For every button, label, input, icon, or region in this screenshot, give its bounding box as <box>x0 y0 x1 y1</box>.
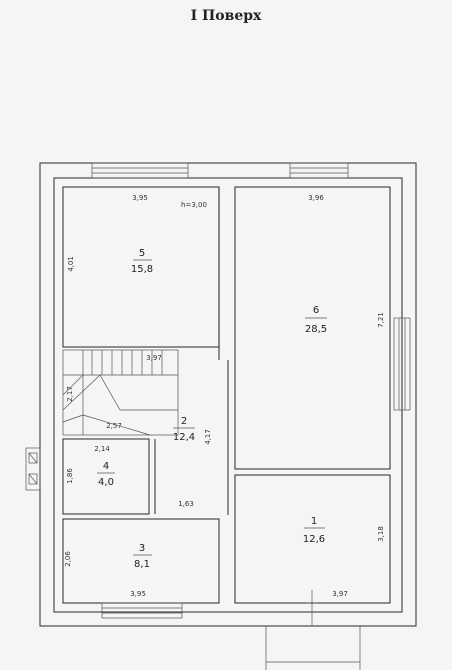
room-6-number: 6 <box>313 305 319 316</box>
plan-title: I Поверх <box>190 8 262 24</box>
dim-room-4-depth: 1,86 <box>66 468 74 484</box>
dim-ceiling-height: h=3,00 <box>181 201 207 209</box>
staircase <box>62 349 179 436</box>
dim-room-3-depth: 2,06 <box>64 551 72 567</box>
dim-room-1-width: 3,97 <box>332 590 348 598</box>
dim-stair-side: 2,17 <box>66 386 74 402</box>
dim-room-1-depth: 3,18 <box>377 526 385 542</box>
window-right <box>393 317 411 411</box>
room-2-area: 12,4 <box>173 432 195 443</box>
room-1-number: 1 <box>311 516 317 527</box>
dim-room-5-depth: 4,01 <box>67 256 75 272</box>
room-6-area: 28,5 <box>305 324 327 335</box>
entrance-porch <box>265 590 361 670</box>
room-5-number: 5 <box>139 248 145 259</box>
room-2-number: 2 <box>181 416 187 427</box>
dim-room-6-depth: 7,21 <box>377 312 385 328</box>
dim-room-3-width: 3,95 <box>130 590 146 598</box>
room-1-area: 12,6 <box>303 534 325 545</box>
dim-room-2-depth: 4,17 <box>204 429 212 445</box>
window-top-left <box>91 162 189 179</box>
outer-wall-inner <box>53 177 403 613</box>
vent-boxes-left <box>25 447 41 491</box>
dim-room-2-bottom: 1,63 <box>178 500 194 508</box>
room-4-number: 4 <box>103 461 109 472</box>
outer-wall-outer <box>39 162 417 627</box>
room-4-area: 4,0 <box>98 477 114 488</box>
room-5-area: 15,8 <box>131 264 153 275</box>
dim-stair-bottom: 2,57 <box>106 422 122 430</box>
room-6-outline <box>234 186 391 470</box>
room-3-number: 3 <box>139 543 145 554</box>
dim-room-4-width: 2,14 <box>94 445 110 453</box>
dim-stair-width: 3,97 <box>146 354 162 362</box>
window-top-right <box>289 162 349 179</box>
room-4-outline <box>62 438 150 515</box>
dim-room-6-width: 3,96 <box>308 194 324 202</box>
window-bottom-left <box>101 602 183 619</box>
room-3-area: 8,1 <box>134 559 150 570</box>
dim-room-5-width: 3,95 <box>132 194 148 202</box>
